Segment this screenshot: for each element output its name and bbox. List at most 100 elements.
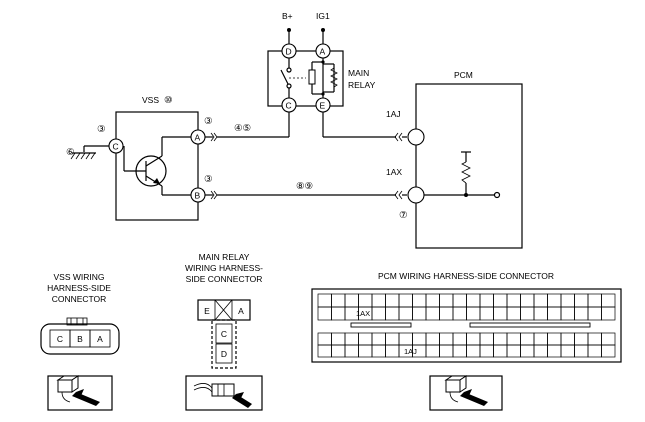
pcm-cavity	[398, 306, 413, 321]
pcm-cavity	[587, 293, 602, 308]
pcm-cavity	[506, 332, 521, 346]
vss-conn-title-1: VSS WIRING	[53, 272, 104, 282]
pcm-cavity	[425, 332, 440, 346]
pcm-cavity	[385, 344, 400, 358]
pcm-cavity	[331, 332, 346, 346]
pcm-cavity	[317, 306, 332, 321]
pcm-cavity	[385, 293, 400, 308]
power-supply-lines: B+ IG1	[282, 11, 330, 44]
pcm-cavity	[452, 344, 467, 358]
vss-label: VSS	[142, 95, 159, 105]
pcm-cavity	[520, 332, 535, 346]
pcm-cavity	[331, 306, 346, 321]
pcm-cavity	[331, 344, 346, 358]
pcm-cavity	[520, 344, 535, 358]
pcm-connector-view: PCM WIRING HARNESS-SIDE CONNECTOR 1AX 1A…	[311, 271, 622, 411]
vss-conn-title-3: CONNECTOR	[52, 294, 107, 304]
relay-connector-view: MAIN RELAY WIRING HARNESS- SIDE CONNECTO…	[185, 252, 263, 411]
relay-conn-cell-c: C	[221, 329, 227, 339]
b-plus-label: B+	[282, 11, 293, 21]
ground-icon: ⑥	[66, 145, 109, 160]
pcm-cavity	[479, 332, 494, 346]
pcm-cavity	[601, 306, 616, 321]
pcm-cavity	[331, 293, 346, 308]
vss-pin-b-ref: ③	[204, 174, 213, 185]
relay-coil-icon	[308, 58, 338, 98]
wire-vss-b-to-pcm-1ax: ⑧⑨	[205, 181, 407, 200]
pcm-cavity	[452, 306, 467, 321]
pcm-cavity	[533, 344, 548, 358]
pcm-cavity	[493, 344, 508, 358]
pcm-cavity	[385, 332, 400, 346]
pcm-cavity	[371, 306, 386, 321]
relay-conn-cell-d: D	[221, 349, 227, 359]
pcm-pin-1ax-ref: ⑦	[399, 210, 408, 221]
pcm-conn-row1-label: 1AX	[356, 309, 370, 318]
pcm-cavity	[479, 293, 494, 308]
pcm-cavity	[412, 293, 427, 308]
pcm-cavity	[601, 344, 616, 358]
pcm-cavity	[533, 306, 548, 321]
pcm-cavity	[547, 332, 562, 346]
pcm-cavity	[317, 293, 332, 308]
vss-conn-cell-c: C	[57, 334, 63, 344]
pcm-cavity	[479, 306, 494, 321]
pcm-cavity	[506, 293, 521, 308]
pcm-cavity	[358, 332, 373, 346]
wire-b-ref: ⑧⑨	[296, 181, 313, 192]
pcm-cavity	[466, 306, 481, 321]
pcm-cavity	[425, 306, 440, 321]
pcm-cavity	[493, 332, 508, 346]
connector-view-arrow-icon	[47, 375, 113, 411]
pcm-cavity	[547, 293, 562, 308]
pcm-cavity	[547, 344, 562, 358]
pcm-cavity	[371, 293, 386, 308]
pcm-cavity	[425, 344, 440, 358]
vss-conn-title-2: HARNESS-SIDE	[47, 283, 111, 293]
relay-switch-icon	[280, 58, 306, 98]
pcm-cavity	[439, 344, 454, 358]
pcm-cavity	[466, 332, 481, 346]
pcm-cavity	[344, 293, 359, 308]
relay-conn-cell-e: E	[204, 306, 210, 316]
pcm-cavity	[385, 306, 400, 321]
pcm-cavity	[344, 332, 359, 346]
pcm-cavity	[412, 332, 427, 346]
ig1-label: IG1	[316, 11, 330, 21]
relay-conn-cell-a: A	[238, 306, 244, 316]
pcm-cavity	[398, 332, 413, 346]
pcm-cavity	[587, 344, 602, 358]
relay-pin-c-label: C	[286, 101, 292, 111]
pcm-cavity	[574, 332, 589, 346]
relay-pin-e-label: E	[320, 101, 326, 111]
connector-view-arrow-icon	[429, 375, 503, 411]
pcm-cavity	[371, 344, 386, 358]
vss-connector-view: VSS WIRING HARNESS-SIDE CONNECTOR C B A	[40, 272, 120, 411]
pcm-cavity	[506, 344, 521, 358]
pcm-cavity	[574, 306, 589, 321]
pcm-cavity	[601, 332, 616, 346]
vss-number: ⑩	[164, 95, 173, 106]
wire-relay-e-to-pcm-1aj	[322, 112, 407, 142]
pcm-cavity	[358, 293, 373, 308]
vss-pin-c-ref: ③	[97, 124, 106, 135]
wire-a-ref: ④⑤	[234, 123, 251, 134]
pcm-pin-1ax-label: 1AX	[386, 167, 402, 177]
pcm-cavity	[560, 332, 575, 346]
pcm-cavity	[574, 293, 589, 308]
pcm-connector-grid	[317, 293, 616, 358]
main-relay-box	[267, 50, 344, 107]
main-relay: D A C E	[267, 43, 376, 113]
pcm-cavity	[317, 344, 332, 358]
pcm-label: PCM	[454, 70, 473, 80]
pcm-cavity	[587, 306, 602, 321]
pcm-cavity	[479, 344, 494, 358]
connector-view-arrow-icon	[185, 375, 263, 411]
pcm-cavity	[466, 293, 481, 308]
pcm-cavity	[547, 306, 562, 321]
pcm-cavity	[412, 306, 427, 321]
pcm-cavity	[398, 293, 413, 308]
pcm-cavity	[466, 344, 481, 358]
relay-conn-title-2: WIRING HARNESS-	[185, 263, 263, 273]
